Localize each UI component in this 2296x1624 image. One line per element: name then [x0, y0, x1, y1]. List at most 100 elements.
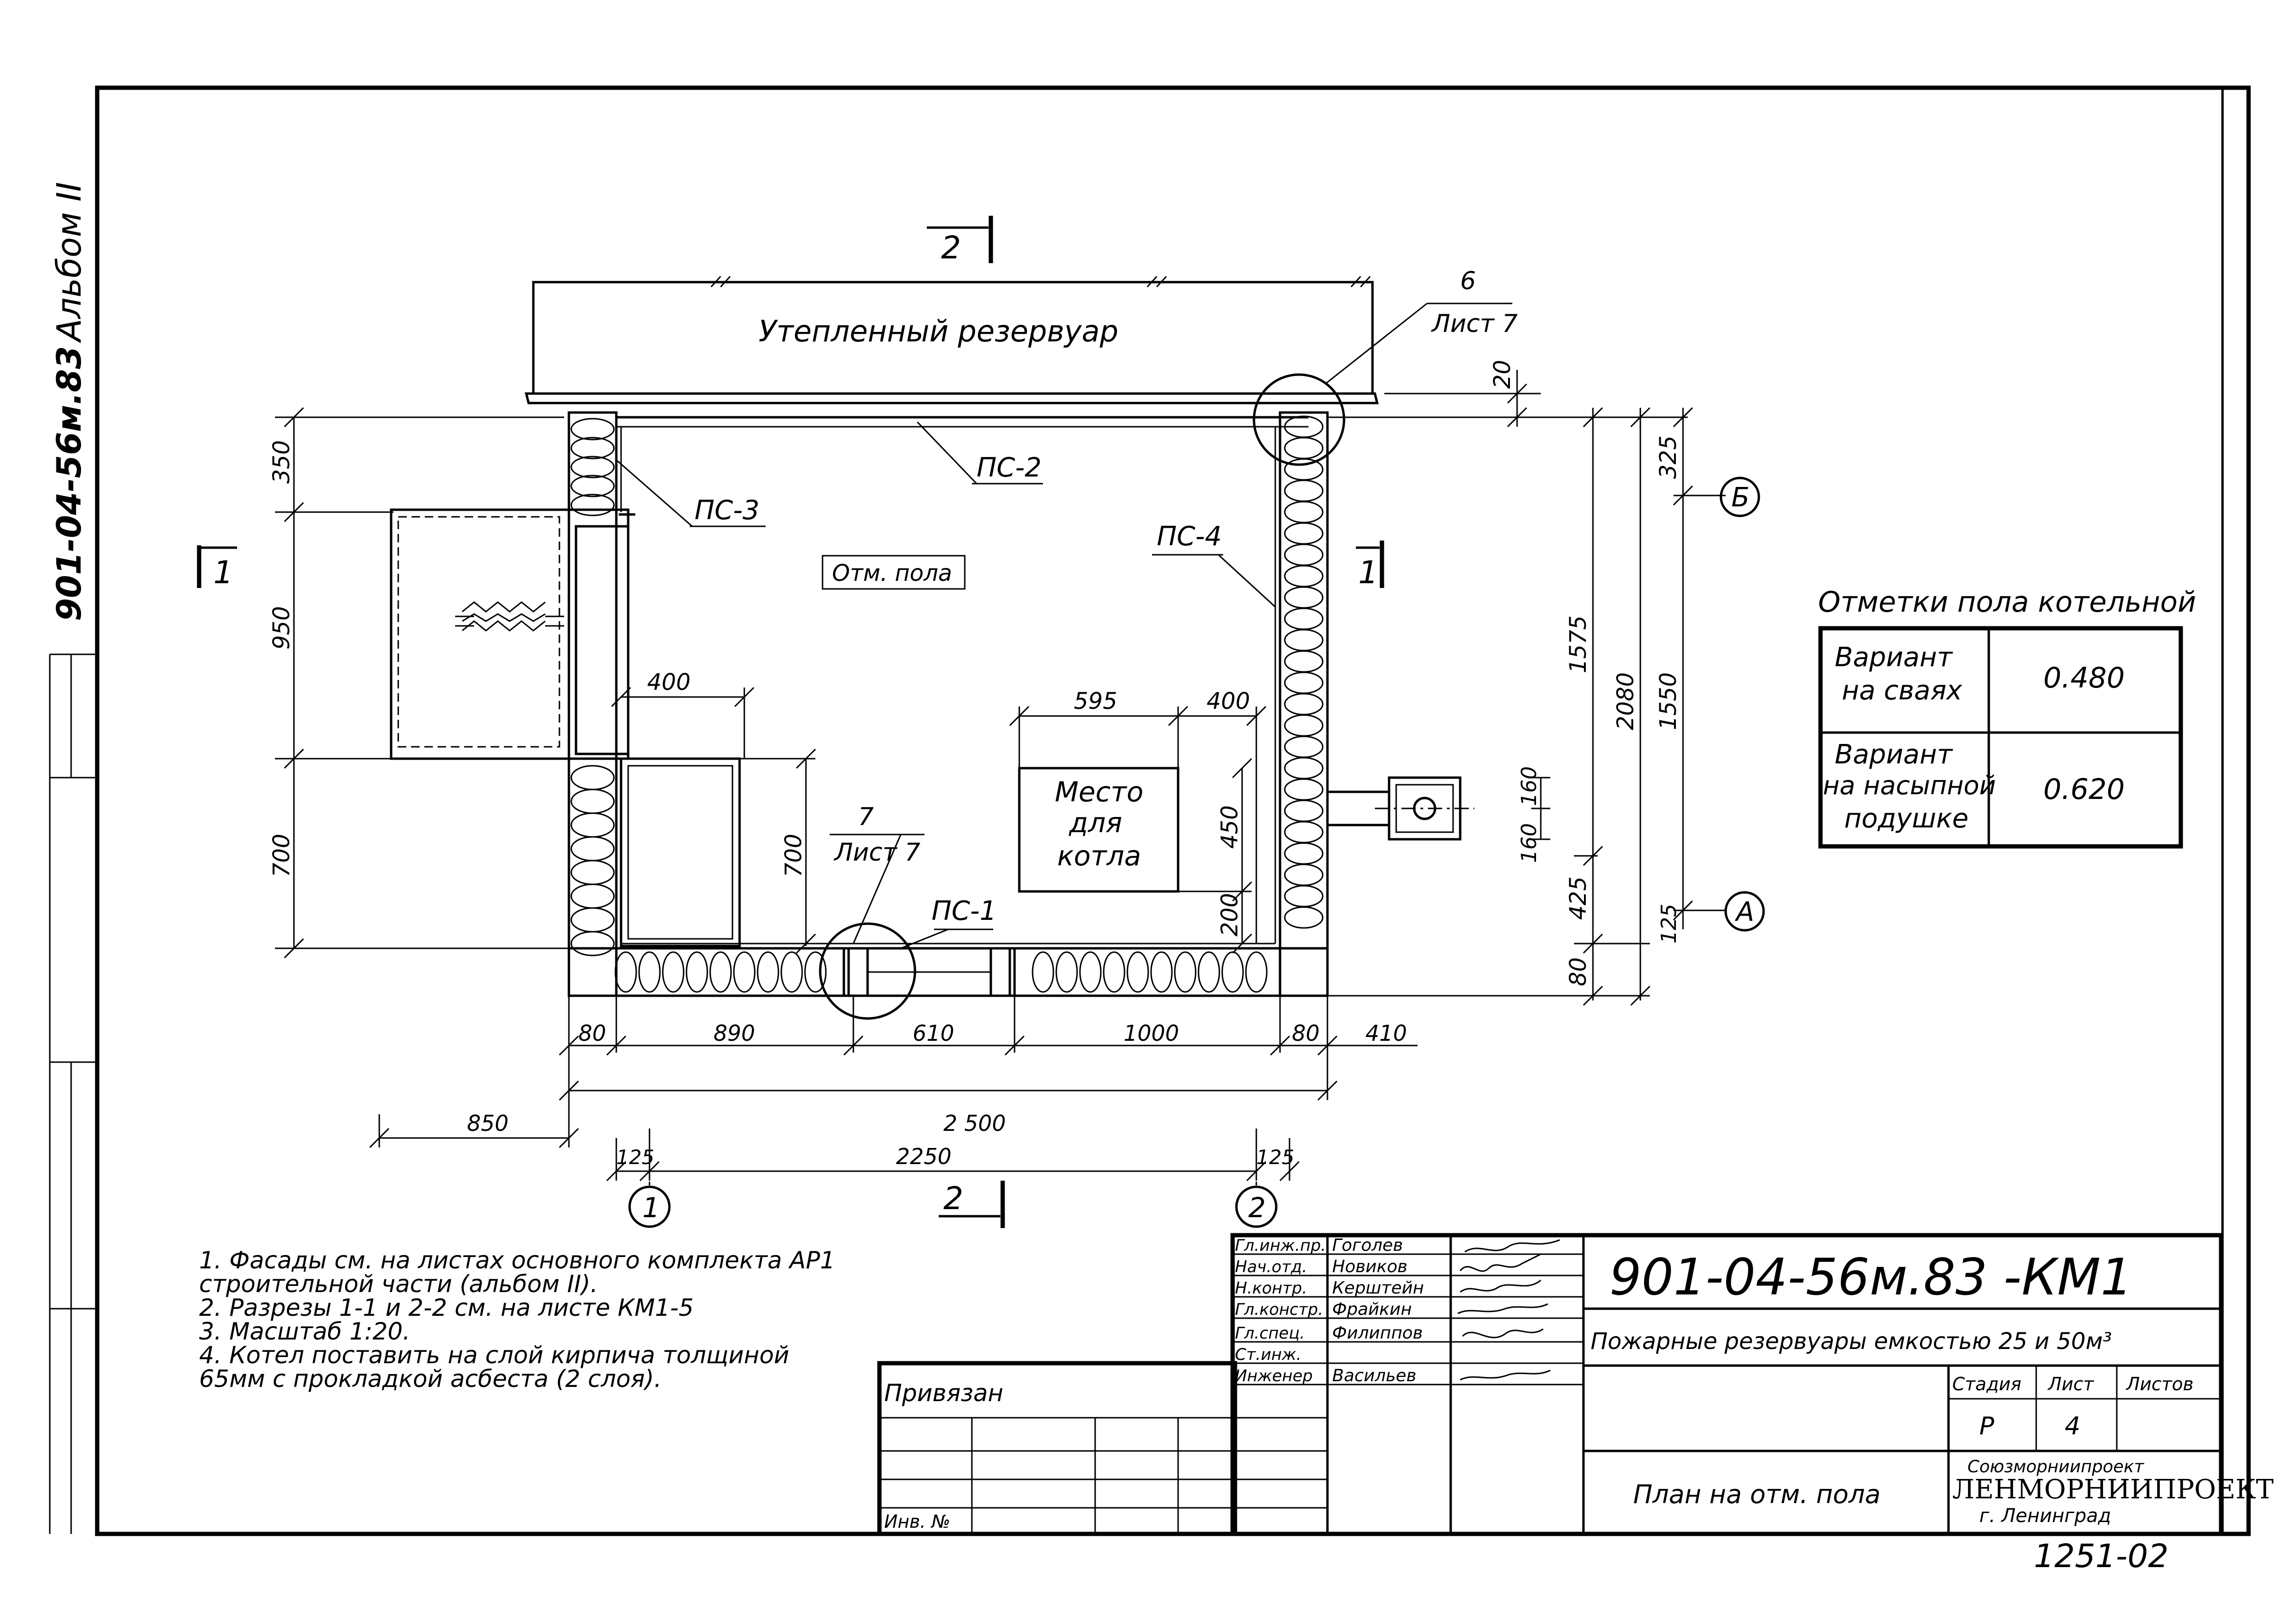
section-1-right-label: 1 [1358, 554, 1378, 591]
sheet-header: Лист [2047, 1374, 2095, 1395]
callout-ps2: ПС-2 [977, 452, 1042, 483]
boiler-place [1018, 767, 1180, 893]
dim-410: 410 [1365, 1020, 1407, 1046]
boiler-place-line2: для [1069, 807, 1122, 839]
axis-A-label: А [1735, 897, 1754, 927]
callout-ps3: ПС-3 [695, 495, 759, 526]
signatures [1457, 1239, 1560, 1381]
dim-1000: 1000 [1124, 1020, 1179, 1046]
role-5: Ст.инж. [1235, 1345, 1301, 1364]
floor-table [1818, 626, 2183, 849]
role-2: Н.контр. [1235, 1279, 1307, 1298]
dim-450: 450 [1217, 805, 1243, 849]
section-1-left-label: 1 [213, 554, 233, 591]
drawing-name: План на отм. пола [1633, 1479, 1881, 1509]
dim-890: 890 [713, 1020, 755, 1046]
note-3: 3. Масштаб 1:20. [199, 1318, 410, 1345]
dim-200: 200 [1217, 893, 1243, 936]
callout-sheet7b: Лист 7 [833, 838, 920, 867]
insulation-bottom [614, 951, 1268, 993]
axis-B-bubble [1720, 477, 1760, 517]
name-6: Васильев [1332, 1366, 1417, 1385]
stage-header: Стадия [1952, 1374, 2022, 1395]
section-2-bottom-label: 2 [943, 1180, 963, 1217]
floor-row2-label-l2: на насыпной [1823, 771, 1996, 800]
role-4: Гл.спец. [1235, 1324, 1305, 1343]
axis-A-bubble [1724, 891, 1765, 932]
sheet-number: 1251-02 [2034, 1538, 2168, 1575]
axis-B-label: Б [1731, 482, 1749, 513]
doc-code: 901-04-56м.83 -КМ1 [1610, 1248, 2132, 1306]
floor-row1-value: 0.480 [2043, 661, 2125, 695]
floor-row2-label-l1: Вариант [1835, 739, 1953, 770]
album-label: Альбом II [50, 182, 89, 343]
role-3: Гл.констр. [1235, 1300, 1323, 1319]
dim-850: 850 [467, 1110, 509, 1136]
door-opening [842, 947, 1016, 997]
note-4a: 4. Котел поставить на слой кирпича толщи… [199, 1341, 789, 1369]
project-title: Пожарные резервуары емкостью 25 и 50м³ [1591, 1328, 2112, 1355]
dim-125-a: 125 [616, 1146, 654, 1169]
dim-80-a: 80 [578, 1020, 606, 1046]
reservoir-label: Утепленный резервуар [759, 314, 1118, 349]
dim-1550: 1550 [1655, 672, 1682, 730]
floor-row2-value: 0.620 [2043, 773, 2125, 806]
role-6: Инженер [1235, 1367, 1313, 1385]
inner-closet [620, 757, 741, 947]
dim-125-right: 125 [1657, 904, 1681, 944]
floor-row1-label-l2: на сваях [1842, 675, 1963, 706]
dim-1575: 1575 [1565, 615, 1592, 673]
note-4b: 65мм с прокладкой асбеста (2 слоя). [199, 1365, 662, 1393]
dim-425: 425 [1565, 876, 1592, 920]
axis-2-bubble [1235, 1185, 1278, 1228]
annex-box [390, 508, 630, 760]
sheets-header: Листов [2125, 1374, 2194, 1395]
callout-sheet7a: Лист 7 [1431, 310, 1518, 338]
dim-610: 610 [913, 1020, 954, 1046]
dim-160-a: 160 [1517, 766, 1541, 806]
title-block [877, 1233, 2223, 1536]
dim-325: 325 [1655, 435, 1682, 479]
boiler-place-line1: Место [1055, 776, 1143, 808]
callout-ps1: ПС-1 [932, 896, 997, 927]
dim-80-b: 80 [1292, 1020, 1320, 1046]
dim-20: 20 [1489, 360, 1516, 389]
floor-row2-label-l3: подушке [1844, 803, 1968, 834]
role-1: Нач.отд. [1235, 1257, 1307, 1276]
floor-mark-box [822, 555, 966, 590]
dim-2250: 2250 [896, 1144, 951, 1169]
inv-label: Инв. № [884, 1511, 950, 1532]
wall-right [1279, 411, 1329, 997]
dim-2500: 2 500 [943, 1110, 1006, 1136]
name-4: Филиппов [1332, 1323, 1423, 1343]
org-line1: Союзморниипроект [1967, 1457, 2144, 1477]
callout-ps4: ПС-4 [1157, 521, 1222, 552]
name-1: Новиков [1332, 1257, 1408, 1276]
callout-n7: 7 [858, 803, 874, 831]
name-0: Гоголев [1332, 1236, 1403, 1255]
section-2-top-label: 2 [941, 229, 961, 266]
dim-595: 595 [1074, 688, 1117, 715]
dim-125-b: 125 [1256, 1146, 1294, 1169]
org-city: г. Ленинград [1979, 1505, 2111, 1527]
insulation-right [1284, 415, 1324, 929]
dim-2080: 2080 [1612, 672, 1639, 730]
axis-1-label: 1 [642, 1192, 660, 1224]
axis-1-bubble [628, 1185, 671, 1228]
floor-mark-label: Отм. пола [832, 560, 952, 587]
boiler-place-line3: котла [1057, 840, 1141, 872]
org-line2: ЛЕНМОРНИИПРОЕКТ [1952, 1474, 2274, 1505]
dim-400-left: 400 [647, 669, 691, 696]
dim-350: 350 [268, 440, 295, 484]
name-3: Фрайкин [1332, 1300, 1412, 1319]
callout-n6: 6 [1460, 267, 1476, 295]
note-2: 2. Разрезы 1-1 и 2-2 см. на листе КМ1-5 [199, 1294, 694, 1321]
floor-row1-label-l1: Вариант [1835, 642, 1953, 673]
sheet-value: 4 [2065, 1412, 2080, 1440]
stage-value: Р [1979, 1412, 1994, 1440]
dim-700-left: 700 [268, 834, 295, 877]
dim-400-right: 400 [1207, 688, 1250, 715]
name-2: Керштейн [1332, 1278, 1424, 1298]
role-0: Гл.инж.пр. [1235, 1236, 1326, 1255]
